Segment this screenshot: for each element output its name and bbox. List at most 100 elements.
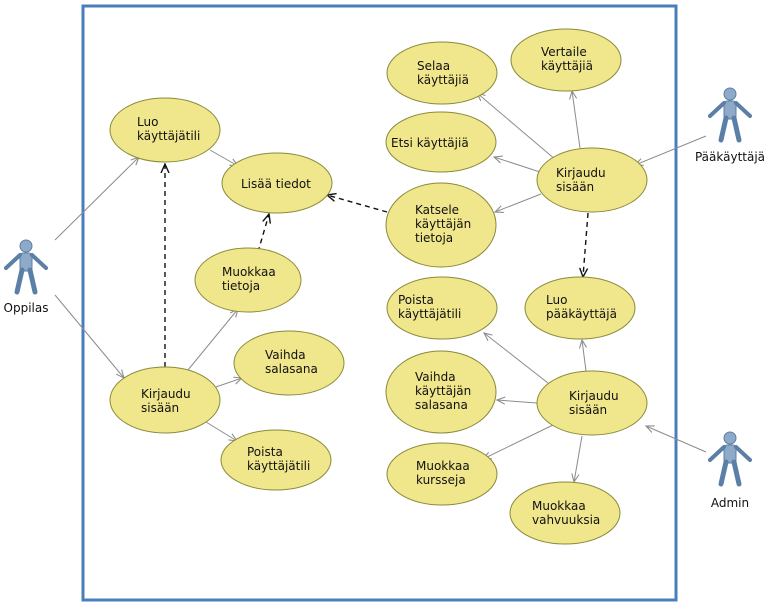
association-line [484,333,549,384]
association-line [209,149,238,166]
use-case-label-line: käyttäjiä [417,73,469,87]
association-line [646,426,707,453]
stick-figure-icon [708,431,752,487]
use-case-ellipse [385,111,497,173]
use-case-label-line: vahvuuksia [532,513,600,527]
stick-figure-icon [4,239,48,295]
use-case-ellipse [220,429,332,491]
use-case-label-line: Luo [546,293,567,307]
use-case-label-line: käyttäjätili [247,459,310,473]
association-line [497,400,538,403]
use-case-ellipse [385,350,497,434]
association-line [187,309,238,371]
association-line [483,424,554,459]
dependency-line [327,195,388,213]
association-line [635,135,707,165]
use-case-ellipse [109,366,221,434]
use-case-label-line: tietoja [222,279,260,293]
stick-figure-icon [708,87,752,143]
use-case-label-line: Muokkaa [416,459,470,473]
use-case-ellipse [109,97,221,163]
use-case-label-line: sisään [556,180,594,194]
association-line [54,294,124,378]
use-case-label: Lisää tiedot [241,177,311,191]
use-case-ellipse [524,276,636,340]
use-case-label-line: Vertaile [541,45,587,59]
use-case-label-line: Luo [137,115,158,129]
use-case-label-line: Kirjaudu [141,387,191,401]
actor-label: Admin [711,496,749,510]
association-line [495,193,542,212]
use-case-label-line: Muokkaa [222,265,276,279]
use-case-label-line: kursseja [416,473,466,487]
use-case-lisaa-tiedot[interactable]: Lisää tiedot [221,152,333,214]
use-case-label-line: käyttäjän [415,384,471,398]
use-case-ellipse [233,330,345,396]
use-case-label-line: Vaihda [415,370,456,384]
actor-label: Oppilas [4,301,49,315]
use-case-ellipse [386,442,498,506]
use-case-label-line: sisään [569,403,607,417]
use-case-ellipse [536,370,648,436]
use-case-label: Etsi käyttäjiä [391,136,469,150]
actor-paakayttaja[interactable]: Pääkäyttäjä [695,87,765,164]
use-case-label-line: Vaihda [265,348,306,362]
use-case-label-line: salasana [415,398,468,412]
use-case-label-line: käyttäjiä [541,59,593,73]
use-case-ellipse [385,182,497,268]
use-case-label-line: Katsele [415,203,459,217]
relationship-lines [54,91,707,482]
use-case-ellipse [536,147,648,213]
association-line [205,421,237,441]
association-line [494,157,541,173]
use-case-label-line: tietoja [415,231,453,245]
use-case-label-line: Etsi käyttäjiä [391,136,469,150]
association-line [54,157,139,241]
actor-oppilas[interactable]: Oppilas [4,239,49,315]
use-case-ellipse [509,481,621,545]
use-case-label-line: Poista [247,445,283,459]
association-line [574,435,583,482]
use-case-label-line: käyttäjän [415,217,471,231]
dependency-line [583,212,589,277]
use-case-label-line: Kirjaudu [569,389,619,403]
use-case-label-line: pääkäyttäjä [546,307,617,321]
use-case-label-line: käyttäjätili [398,307,461,321]
use-case-label-line: käyttäjätili [137,129,200,143]
actor-label: Pääkäyttäjä [695,150,765,164]
association-line [572,91,581,149]
dependency-line [257,214,269,253]
use-case-ellipse [386,41,498,105]
use-case-ellipse [510,28,622,92]
use-case-ellipse [221,152,333,214]
use-case-etsi-kayttajia[interactable]: Etsi käyttäjiä [385,111,497,173]
actor-admin[interactable]: Admin [708,431,752,510]
